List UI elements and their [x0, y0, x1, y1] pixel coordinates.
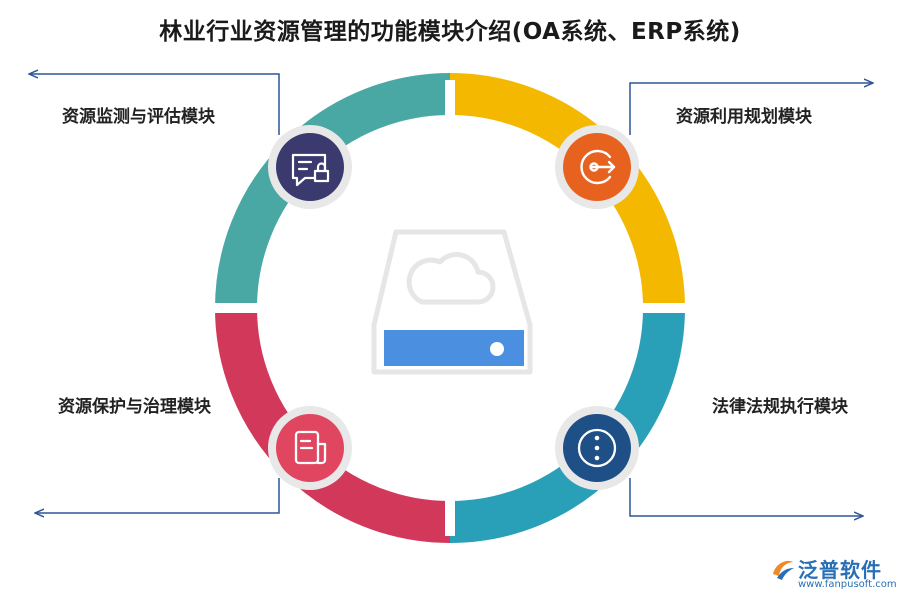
- brand-logo: 泛普软件 www.fanpusoft.com: [768, 552, 897, 596]
- badge-monitoring: [268, 125, 352, 209]
- logo-url: www.fanpusoft.com: [798, 579, 897, 590]
- badge-planning: [555, 125, 639, 209]
- document-icon: [294, 430, 327, 465]
- connector-law: [629, 478, 862, 516]
- chat-lock-icon: [291, 153, 330, 187]
- logo-mark-icon: [773, 560, 794, 580]
- label-protection: 资源保护与治理模块: [58, 397, 211, 417]
- label-monitoring: 资源监测与评估模块: [62, 107, 215, 127]
- label-law: 法律法规执行模块: [712, 397, 848, 417]
- logo-name: 泛普软件: [798, 558, 882, 582]
- badge-law: [555, 406, 639, 490]
- page-title: 林业行业资源管理的功能模块介绍(OA系统、ERP系统): [159, 19, 741, 45]
- connector-protection: [36, 478, 280, 513]
- more-dots-icon: [577, 428, 617, 468]
- exit-arrow-icon: [580, 149, 616, 185]
- connector-planning: [629, 83, 872, 135]
- connector-monitoring: [30, 74, 280, 135]
- label-planning: 资源利用规划模块: [676, 107, 812, 127]
- ring-gaps: [212, 80, 688, 536]
- badge-protection: [268, 406, 352, 490]
- cloud-drive-icon: [371, 229, 533, 375]
